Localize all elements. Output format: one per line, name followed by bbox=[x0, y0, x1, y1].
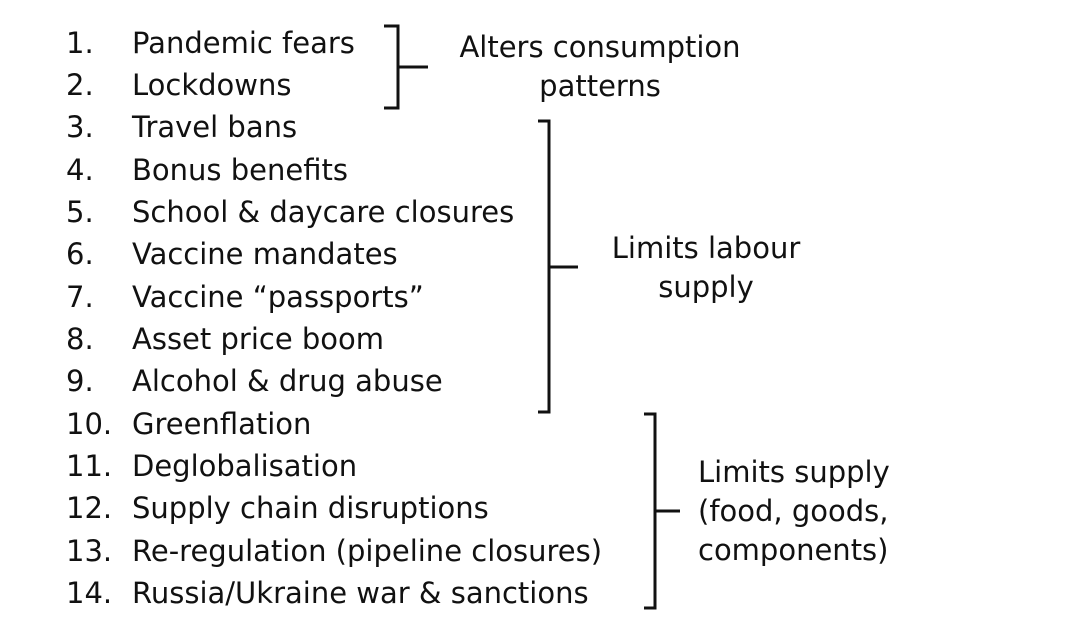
item-text: Travel bans bbox=[132, 110, 298, 144]
item-text: Vaccine “passports” bbox=[132, 280, 424, 314]
group-label-consumption: Alters consumption patterns bbox=[452, 28, 748, 106]
group-label-line: patterns bbox=[539, 69, 661, 103]
item-number: 10. bbox=[66, 407, 113, 441]
item-text: Vaccine mandates bbox=[132, 237, 398, 271]
group-label-labour: Limits labour supply bbox=[606, 229, 806, 307]
item-text: School & daycare closures bbox=[132, 195, 515, 229]
item-number: 13. bbox=[66, 534, 113, 568]
item-number: 2. bbox=[66, 68, 94, 102]
group-label-line: (food, goods, bbox=[698, 494, 889, 528]
bracket-consumption bbox=[384, 24, 428, 110]
group-label-line: components) bbox=[698, 533, 889, 567]
item-text: Greenflation bbox=[132, 407, 312, 441]
item-number: 8. bbox=[66, 322, 94, 356]
group-label-line: Limits supply bbox=[698, 455, 890, 489]
item-number: 5. bbox=[66, 195, 94, 229]
item-text: Bonus benefits bbox=[132, 153, 348, 187]
item-number: 3. bbox=[66, 110, 94, 144]
item-text: Asset price boom bbox=[132, 322, 385, 356]
item-text: Russia/Ukraine war & sanctions bbox=[132, 576, 589, 610]
item-number: 12. bbox=[66, 491, 113, 525]
group-label-line: supply bbox=[658, 270, 754, 304]
item-number: 9. bbox=[66, 364, 94, 398]
item-number: 4. bbox=[66, 153, 94, 187]
item-text: Pandemic fears bbox=[132, 26, 355, 60]
item-text: Deglobalisation bbox=[132, 449, 358, 483]
item-text: Lockdowns bbox=[132, 68, 292, 102]
item-text: Re-regulation (pipeline closures) bbox=[132, 534, 603, 568]
item-number: 6. bbox=[66, 237, 94, 271]
item-number: 11. bbox=[66, 449, 113, 483]
bracket-supply bbox=[644, 412, 680, 610]
group-label-line: Alters consumption bbox=[459, 30, 741, 64]
item-number: 14. bbox=[66, 576, 113, 610]
item-text: Alcohol & drug abuse bbox=[132, 364, 443, 398]
bracket-labour bbox=[538, 119, 578, 414]
group-label-supply: Limits supply (food, goods, components) bbox=[698, 453, 918, 570]
item-text: Supply chain disruptions bbox=[132, 491, 489, 525]
item-number: 1. bbox=[66, 26, 94, 60]
item-number: 7. bbox=[66, 280, 94, 314]
group-label-line: Limits labour bbox=[611, 231, 801, 265]
